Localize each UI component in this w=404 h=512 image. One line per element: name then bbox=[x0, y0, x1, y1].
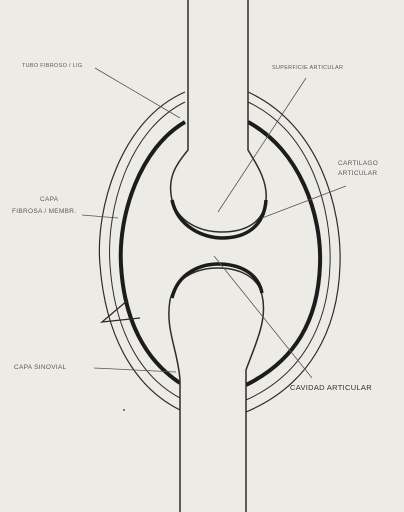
label-cavity: CAVIDAD ARTICULAR bbox=[290, 384, 372, 392]
upper-bone bbox=[171, 0, 267, 232]
leader-top-left bbox=[95, 68, 180, 118]
label-top-left: TUBO FIBROSO / LIG bbox=[22, 62, 82, 70]
lower-bone bbox=[169, 268, 264, 512]
label-top-right: SUPERFICIE ARTICULAR bbox=[272, 64, 343, 72]
outer-capsule-line-right bbox=[246, 92, 340, 412]
label-capsule-line2: FIBROSA / MEMBR. bbox=[12, 208, 76, 216]
label-cartilage-line1: CARTILAGO bbox=[338, 160, 378, 168]
label-cartilage-line2: ARTICULAR bbox=[338, 170, 377, 178]
synovial-layer-right bbox=[246, 122, 320, 385]
label-synovial: CAPA SINOVIAL bbox=[14, 364, 67, 372]
speck bbox=[123, 409, 125, 411]
label-capsule-line1: CAPA bbox=[40, 196, 58, 204]
leader-cartilage bbox=[262, 186, 346, 218]
